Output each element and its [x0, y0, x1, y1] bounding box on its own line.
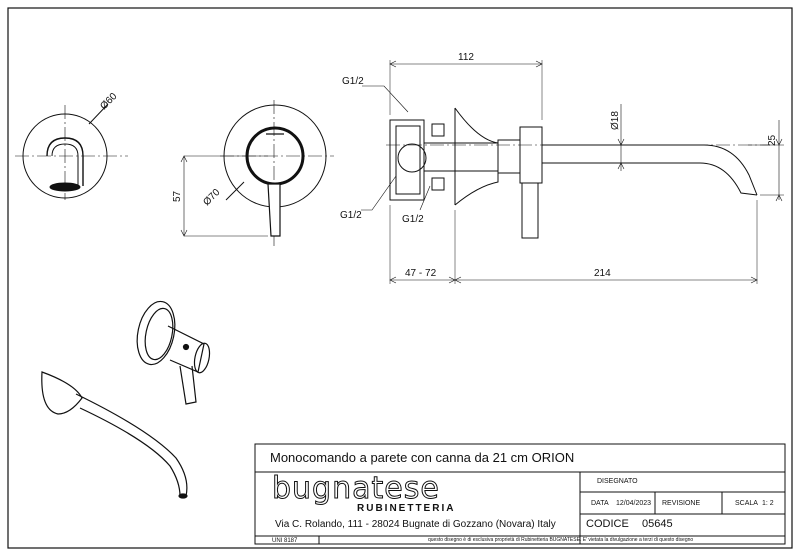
standard-label: UNI 8187 — [272, 538, 298, 544]
scala-value: 1: 2 — [762, 500, 774, 507]
dim-d70: Ø70 — [201, 187, 222, 208]
revisione-label: REVISIONE — [662, 500, 701, 507]
dim-112: 112 — [458, 52, 474, 63]
sheet-border — [7, 7, 793, 549]
data-label: DATA — [591, 500, 609, 507]
data-value: 12/04/2023 — [616, 500, 652, 507]
disegnato-label: DISEGNATO — [597, 478, 638, 485]
brand-subtitle: RUBINETTERIA — [357, 503, 456, 514]
spout-end-view — [15, 103, 128, 200]
brand-logo: bugnatese — [272, 471, 440, 506]
front-view — [180, 100, 334, 246]
codice-label: CODICE — [586, 518, 629, 530]
company-address: Via C. Rolando, 111 - 28024 Bugnate di G… — [275, 519, 556, 530]
dim-d60: Ø60 — [98, 91, 119, 112]
isometric-view — [41, 300, 211, 499]
codice-value: 05645 — [642, 518, 673, 530]
dim-214: 214 — [594, 268, 611, 279]
dim-d18: Ø18 — [610, 111, 621, 130]
label-g12-bottom-left: G1/2 — [340, 210, 362, 221]
label-g12-bottom-mid: G1/2 — [402, 214, 424, 225]
dim-25: 25 — [767, 134, 778, 146]
product-title: Monocomando a parete con canna da 21 cm … — [270, 450, 575, 465]
dim-57: 57 — [172, 190, 183, 202]
side-view — [361, 60, 784, 284]
title-block — [254, 443, 786, 545]
disclaimer: questo disegno è di esclusiva proprietà … — [428, 537, 694, 543]
scala-label: SCALA — [735, 500, 758, 507]
label-g12-top: G1/2 — [342, 76, 364, 87]
dim-47-72: 47 - 72 — [405, 268, 437, 279]
